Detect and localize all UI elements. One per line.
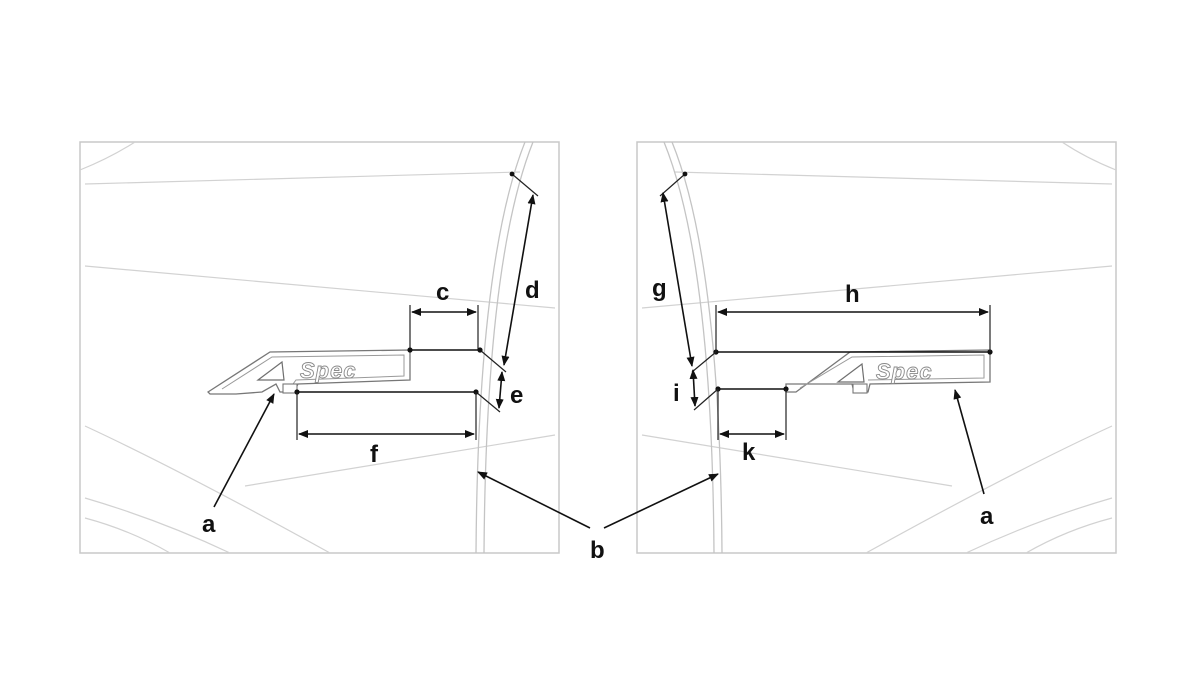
- b-arrows: [477, 471, 719, 529]
- left-emblem-text: Spec: [300, 358, 357, 383]
- label-i: i: [673, 380, 680, 407]
- left-panel-frame: [79, 141, 560, 554]
- left-logo-icon: [256, 360, 285, 381]
- label-b: b: [590, 537, 605, 564]
- label-h: h: [845, 281, 860, 308]
- right-emblem: Spec: [785, 349, 991, 394]
- right-a-arrow: [953, 389, 985, 495]
- dimension-c: [409, 305, 479, 350]
- label-g: g: [652, 275, 667, 302]
- dimension-h: [715, 305, 991, 352]
- label-d: d: [525, 277, 540, 304]
- label-a-right: a: [980, 503, 994, 530]
- dimension-d: [479, 171, 539, 373]
- dimension-g: [659, 171, 717, 373]
- label-c: c: [436, 279, 449, 306]
- left-emblem: Spec: [206, 349, 411, 395]
- right-panel: Spec: [636, 141, 1117, 554]
- right-panel-frame: [636, 141, 1117, 554]
- right-logo-icon: [836, 362, 865, 383]
- label-a-left: a: [202, 511, 216, 538]
- label-f: f: [370, 441, 379, 468]
- dimension-f: [296, 392, 477, 440]
- left-panel: Spec: [79, 141, 560, 554]
- label-e: e: [510, 382, 523, 409]
- dimension-e: [475, 371, 506, 413]
- dimension-k: [717, 389, 787, 440]
- left-a-arrow: [213, 393, 275, 508]
- label-k: k: [742, 439, 756, 466]
- right-emblem-text: Spec: [876, 359, 933, 384]
- dimension-i: [689, 369, 719, 411]
